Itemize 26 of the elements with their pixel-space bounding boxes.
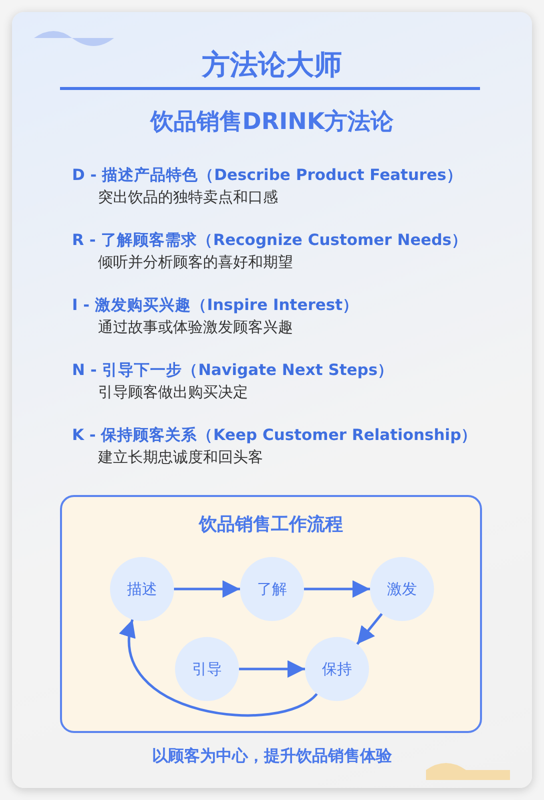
step-description: 引导顾客做出购买决定 (98, 382, 249, 403)
step-description: 通过故事或体验激发顾客兴趣 (98, 317, 294, 338)
step-label: 描述 (127, 580, 157, 598)
arrow (304, 580, 370, 598)
subtitle: 饮品销售DRINK方法论 (150, 108, 394, 137)
flow-panel (60, 495, 482, 733)
step-label: 保持 (322, 660, 352, 678)
step-circle (305, 637, 369, 701)
step-heading: I - 激发购买兴趣（Inspire Interest） (72, 295, 360, 316)
step-heading: K - 保持顾客关系（Keep Customer Relationship） (72, 425, 478, 446)
step-description: 建立长期忠诚度和回头客 (98, 447, 264, 468)
arrow (174, 580, 240, 598)
step-label: 激发 (387, 580, 417, 598)
title: 方法论大师 (202, 47, 342, 83)
arrow (239, 660, 305, 678)
caption: 以顾客为中心，提升饮品销售体验 (152, 746, 392, 767)
step-description: 突出饮品的独特卖点和口感 (98, 187, 279, 208)
step-label: 了解 (257, 580, 287, 598)
panel-heading: 饮品销售工作流程 (199, 513, 343, 536)
step-heading: R - 了解顾客需求（Recognize Customer Needs） (72, 230, 469, 251)
step-heading: N - 引导下一步（Navigate Next Steps） (72, 360, 395, 381)
arrow (356, 613, 383, 645)
step-label: 引导 (192, 660, 222, 678)
step-description: 倾听并分析顾客的喜好和期望 (98, 252, 294, 273)
step-heading: D - 描述产品特色（Describe Product Features） (72, 165, 464, 186)
arrow (121, 619, 318, 717)
